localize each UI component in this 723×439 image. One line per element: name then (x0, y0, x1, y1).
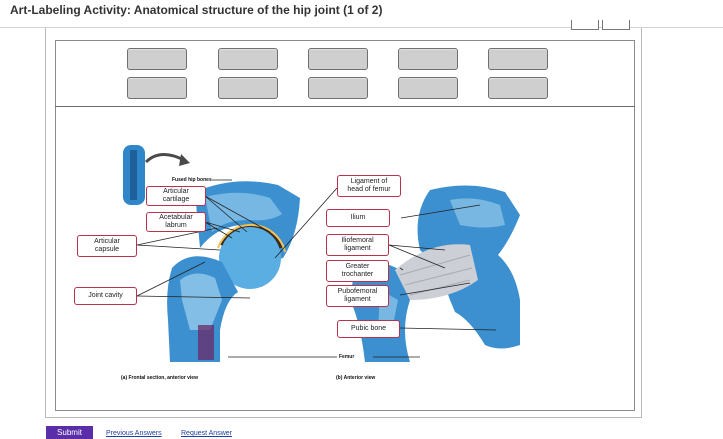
acetabular-labrum-label: Acetabular labrum (146, 212, 206, 232)
articular-capsule-label: Articular capsule (77, 235, 137, 257)
ligament-head-femur-label: Ligament of head of femur (337, 175, 401, 197)
bank-slot-3[interactable] (308, 48, 368, 70)
bank-slot-6[interactable] (127, 77, 187, 99)
iliofemoral-ligament-label: Iliofemoral ligament (326, 234, 389, 256)
ilium-label: Ilium (326, 209, 390, 227)
femoral-head (219, 227, 281, 289)
bank-slot-4[interactable] (398, 48, 458, 70)
fused-hip-bones-label: Fused hip bones (172, 177, 212, 183)
bank-slot-5[interactable] (488, 48, 548, 70)
frontal-section-caption: (a) Frontal section, anterior view (121, 375, 198, 381)
label-bank-divider (55, 106, 635, 107)
header-divider (0, 27, 723, 28)
submit-button[interactable]: Submit (46, 426, 93, 439)
articular-cartilage-label: Articular cartilage (146, 186, 206, 206)
bank-slot-1[interactable] (127, 48, 187, 70)
anterior-view-caption: (b) Anterior view (336, 375, 376, 381)
previous-answers-link[interactable]: Previous Answers (106, 430, 162, 437)
prev-part-button[interactable] (571, 20, 599, 30)
request-answer-link[interactable]: Request Answer (181, 430, 232, 437)
page-title: Art-Labeling Activity: Anatomical struct… (10, 3, 383, 17)
activity-frame (45, 28, 642, 418)
bank-slot-2[interactable] (218, 48, 278, 70)
joint-cavity-label: Joint cavity (74, 287, 137, 305)
femur-label: Femur (339, 354, 355, 360)
diagram-area (55, 107, 635, 411)
bank-slot-9[interactable] (398, 77, 458, 99)
pubofemoral-ligament-label: Pubofemoral ligament (326, 285, 389, 307)
bank-slot-10[interactable] (488, 77, 548, 99)
pubic-bone-label: Pubic bone (337, 320, 400, 338)
arrow-icon (144, 153, 185, 164)
next-part-button[interactable] (602, 20, 630, 30)
bank-slot-7[interactable] (218, 77, 278, 99)
bank-slot-8[interactable] (308, 77, 368, 99)
greater-trochanter-label: Greater trochanter (326, 260, 389, 282)
